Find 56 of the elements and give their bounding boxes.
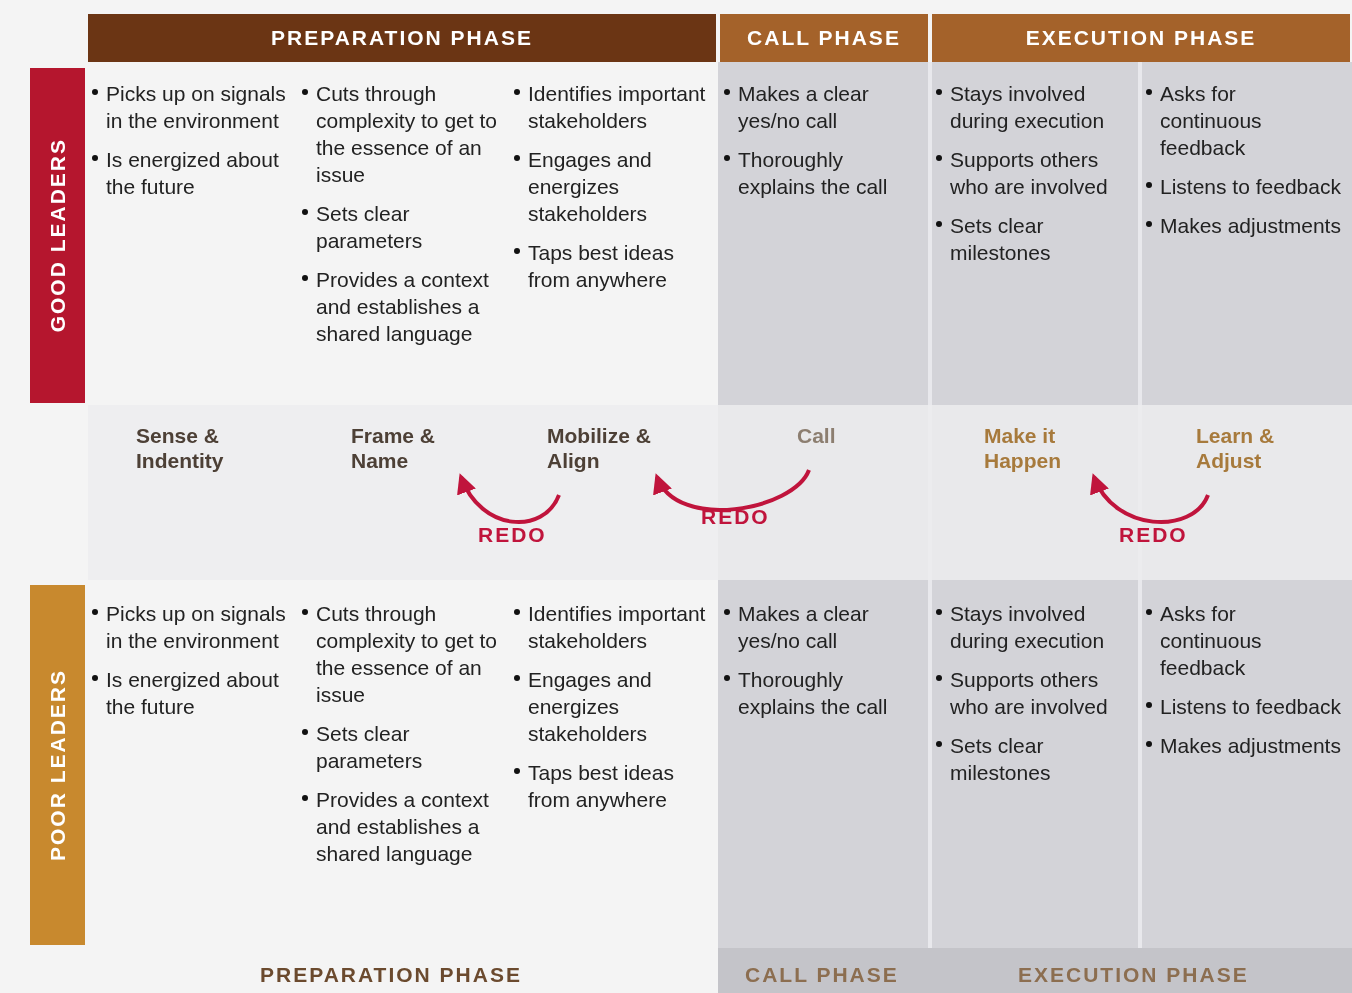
bullet-text: Sets clear parameters	[316, 201, 424, 254]
bullet-text: Picks up on signals in the environment	[106, 601, 287, 654]
bullet-text: Asks for continuous feedback	[1160, 81, 1263, 161]
bullet-text: Engages and energizes stakeholders	[528, 667, 653, 747]
stage-label: Frame & Name	[351, 423, 437, 473]
bullet-text: Provides a context and establishes a shared language	[316, 787, 490, 867]
bullet-text: Stays involved during execution	[950, 81, 1106, 134]
bullet-text: Supports others who are involved	[950, 147, 1109, 200]
bullet-text: Makes a clear yes/no call	[738, 81, 870, 134]
bullet-text: Identifies important stakeholders	[528, 81, 707, 134]
bullet-text: Picks up on signals in the environment	[106, 81, 287, 134]
bullet-text: Listens to feedback	[1160, 174, 1341, 200]
bullet-text: Identifies important stakeholders	[528, 601, 707, 654]
phase-footer: EXECUTION PHASE	[1018, 963, 1249, 987]
stage-label: Make it Happen	[984, 423, 1062, 473]
phase-header-bar	[932, 14, 1350, 62]
stage-label: Call	[797, 423, 837, 448]
edge-label: REDO	[477, 523, 548, 547]
bullet-text: Provides a context and establishes a shared language	[316, 267, 490, 347]
phase-title: EXECUTION PHASE	[1025, 26, 1257, 50]
bullet-text: Sets clear milestones	[950, 213, 1052, 266]
row-header-bar	[30, 68, 85, 403]
phase-footer: PREPARATION PHASE	[260, 963, 522, 987]
phase-title: CALL PHASE	[747, 26, 901, 50]
bullet-text: Thoroughly explains the call	[738, 667, 889, 720]
phase-header-bar	[720, 14, 928, 62]
stage-label: Learn & Adjust	[1196, 423, 1276, 473]
bullet-text: Supports others who are involved	[950, 667, 1109, 720]
phase-title: PREPARATION PHASE	[271, 26, 533, 50]
row-title: GOOD LEADERS	[45, 138, 70, 333]
bullet-text: Makes adjustments	[1160, 733, 1341, 759]
bullet-text: Listens to feedback	[1160, 694, 1341, 720]
edge-label: REDO	[1118, 523, 1189, 547]
bullet-text: Sets clear milestones	[950, 733, 1052, 786]
bullet-text: Taps best ideas from anywhere	[528, 240, 675, 293]
curved-arrow	[655, 468, 811, 512]
bullet-text: Cuts through complexity to get to the essence of an issue	[316, 81, 498, 188]
bullet-text: Taps best ideas from anywhere	[528, 760, 675, 813]
bullet-text: Stays involved during execution	[950, 601, 1106, 654]
bullet-text: Is energized about the future	[106, 667, 280, 720]
bullet-text: Makes adjustments	[1160, 213, 1341, 239]
row-header-bar	[30, 585, 85, 945]
phase-header-bar	[88, 14, 716, 62]
bullet-text: Sets clear parameters	[316, 721, 424, 774]
bullet-text: Cuts through complexity to get to the essence of an issue	[316, 601, 498, 708]
stage-label: Sense & Indentity	[136, 423, 225, 473]
stage-label: Mobilize & Align	[547, 423, 652, 473]
curved-arrow	[1092, 473, 1210, 524]
bullet-text: Makes a clear yes/no call	[738, 601, 870, 654]
bullet-text: Engages and energizes stakeholders	[528, 147, 653, 227]
row-title: POOR LEADERS	[45, 669, 70, 861]
curved-arrow	[458, 473, 561, 524]
bullet-text: Asks for continuous feedback	[1160, 601, 1263, 681]
phase-footer: CALL PHASE	[745, 963, 899, 987]
bullet-text: Is energized about the future	[106, 147, 280, 200]
bullet-text: Thoroughly explains the call	[738, 147, 889, 200]
